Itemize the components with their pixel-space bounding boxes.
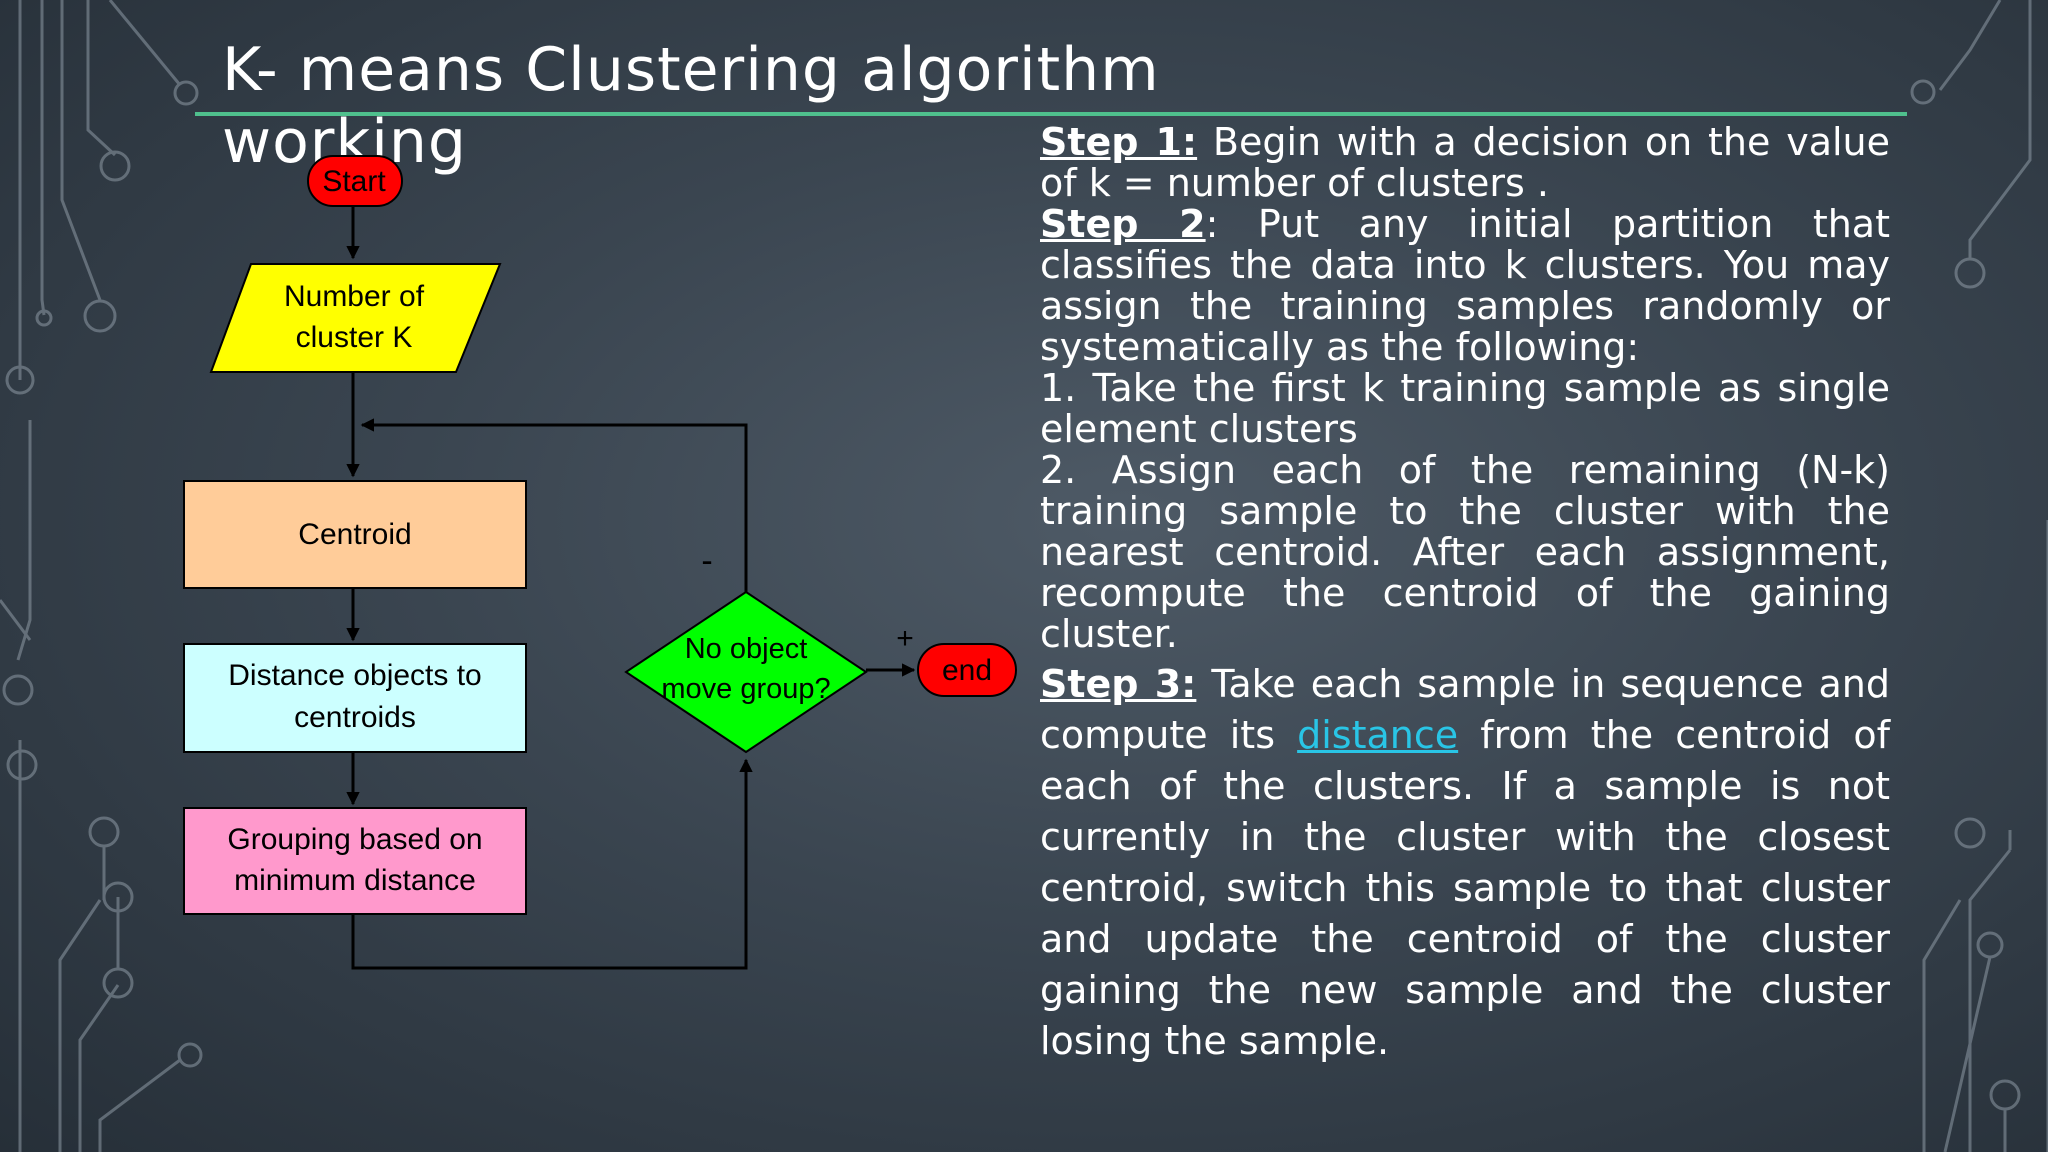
- step-3-text-a: Take each sample in sequence and compute…: [1040, 662, 1891, 757]
- step-1-text: Begin with a decision on the value of k …: [1040, 120, 1890, 205]
- decision-label-line1: No object: [685, 633, 808, 665]
- step-2-item-1: 1. Take the first k training sample as s…: [1040, 366, 1890, 451]
- distance-link[interactable]: distance: [1297, 713, 1459, 757]
- input-cluster-count: [209, 263, 502, 373]
- step-2-item-2: 2. Assign each of the remaining (N-k) tr…: [1040, 448, 1890, 656]
- grouping-process: [183, 807, 527, 915]
- decision-no-object-moved: [624, 590, 868, 754]
- grouping-label-line1: Grouping based on: [227, 823, 482, 856]
- step-3-text-b: from the centroid of each of the cluster…: [1040, 713, 1890, 1063]
- kmeans-flowchart: Start Number of cluster K Centroid Dista…: [183, 155, 1017, 970]
- step-3-label: Step 3:: [1040, 662, 1197, 706]
- centroid-process: [183, 480, 527, 589]
- step-2-text: : Put any initial partition that classif…: [1040, 202, 1890, 369]
- centroid-label: Centroid: [298, 518, 411, 551]
- input-label-line1: Number of: [284, 280, 425, 313]
- distance-label-line2: centroids: [294, 701, 416, 734]
- branch-plus-label: +: [896, 622, 914, 655]
- steps-description: Step 1: Begin with a decision on the val…: [1040, 122, 1890, 1067]
- step-1: Step 1: Begin with a decision on the val…: [1040, 122, 1890, 204]
- arrow-decision-no-loop: [360, 418, 748, 592]
- arrow-grouping-to-decision: [351, 758, 753, 970]
- title-underline: [195, 112, 1907, 116]
- distance-process: [183, 643, 527, 753]
- grouping-label-line2: minimum distance: [234, 864, 476, 897]
- step-1-label: Step 1:: [1040, 120, 1198, 164]
- branch-minus-label: -: [701, 542, 712, 580]
- decision-label-line2: move group?: [661, 673, 830, 705]
- input-label-line2: cluster K: [296, 321, 413, 354]
- step-2-label: Step 2: [1040, 202, 1206, 246]
- step-2: Step 2: Put any initial partition that c…: [1040, 204, 1890, 368]
- end-label: end: [942, 654, 992, 687]
- start-label: Start: [322, 165, 386, 198]
- slide-title: K- means Clustering algorithm: [222, 35, 1160, 105]
- start-terminal: [307, 155, 403, 207]
- distance-label-line1: Distance objects to: [228, 659, 481, 692]
- step-3: Step 3: Take each sample in sequence and…: [1040, 659, 1890, 1067]
- end-terminal: [917, 643, 1017, 697]
